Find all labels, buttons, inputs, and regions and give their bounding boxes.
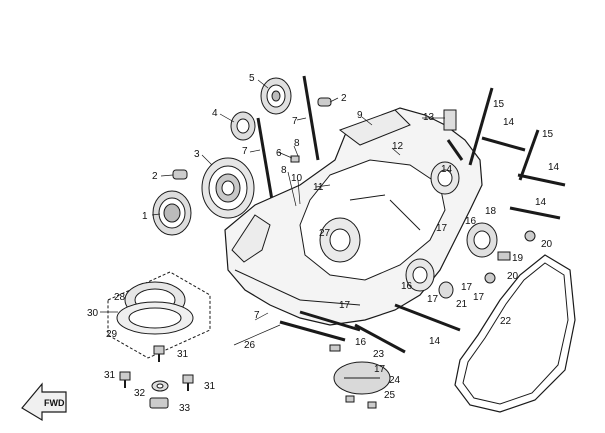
callout-14-b: 14	[441, 164, 453, 175]
bearing-4	[230, 111, 256, 141]
callout-20-b: 20	[507, 271, 519, 282]
callout-13: 13	[423, 112, 435, 123]
dowel-pin-2-left	[172, 169, 188, 180]
callout-17-f: 17	[374, 364, 386, 375]
washer-32	[151, 380, 169, 392]
callout-15-a: 15	[493, 99, 505, 110]
callout-10: 10	[291, 173, 303, 184]
crankcase-body	[224, 107, 483, 326]
leader-lines	[100, 79, 445, 346]
cover-plate-24	[333, 361, 391, 395]
bolt-26	[279, 310, 361, 342]
callout-17-d: 17	[473, 292, 485, 303]
plug-19	[497, 251, 511, 261]
callout-31-left: 31	[104, 370, 116, 381]
guide-15-b	[518, 129, 540, 181]
callout-7-lower: 7	[254, 310, 260, 321]
callout-21: 21	[456, 299, 468, 310]
callout-12: 12	[392, 141, 404, 152]
callout-17-e: 17	[339, 300, 351, 311]
callout-2-left: 2	[152, 171, 158, 182]
callout-16-a: 16	[465, 216, 477, 227]
callout-29: 29	[106, 329, 118, 340]
bearing-3	[201, 157, 255, 219]
callout-16-c: 16	[355, 337, 367, 348]
callout-17-b: 17	[427, 294, 439, 305]
stud-7-left	[256, 117, 274, 201]
callout-31-top: 31	[177, 349, 189, 360]
callout-1: 1	[142, 211, 148, 222]
callout-7-top: 7	[292, 116, 298, 127]
callout-26: 26	[244, 340, 256, 351]
bolt-25	[345, 395, 377, 409]
plug-20	[484, 230, 536, 284]
callout-22: 22	[500, 316, 512, 327]
callout-11: 11	[313, 182, 324, 193]
callout-14-a: 14	[503, 117, 515, 128]
callout-14-d: 14	[535, 197, 547, 208]
callout-23: 23	[373, 349, 385, 360]
stud-7-right	[302, 75, 320, 161]
bolt-14-c	[509, 206, 561, 220]
bolt-31-left	[119, 371, 131, 388]
callout-18: 18	[485, 206, 497, 217]
callout-32: 32	[134, 388, 146, 399]
callout-33: 33	[179, 403, 191, 414]
bolt-31-right	[182, 374, 194, 391]
callout-6: 6	[276, 148, 282, 159]
callout-17-a: 17	[436, 223, 448, 234]
callout-20-a: 20	[541, 239, 553, 250]
callout-31-right: 31	[204, 381, 216, 392]
pin-6	[290, 155, 300, 163]
callout-15-b: 15	[542, 129, 554, 140]
washer-21	[438, 281, 454, 299]
callout-19: 19	[512, 253, 524, 264]
callout-24: 24	[389, 375, 401, 386]
bolt-14-b	[517, 173, 566, 187]
drain-plug-33	[149, 397, 169, 409]
callout-9: 9	[357, 110, 363, 121]
callout-7-left: 7	[242, 146, 248, 157]
callout-28: 28	[114, 292, 126, 303]
callout-5: 5	[249, 73, 255, 84]
seal-18	[466, 222, 498, 258]
callout-8-top: 8	[294, 138, 300, 149]
bolt-16-lower	[354, 323, 406, 354]
dowel-pin-2-top	[317, 97, 332, 107]
fwd-label: FWD	[44, 398, 65, 408]
callout-labels: 1 2 2 3 4 5 6 7 7 7 8 8 9 10 11 12 13 14…	[87, 73, 560, 414]
bearing-1	[152, 190, 192, 236]
callout-14-e: 14	[429, 336, 441, 347]
callout-17-c: 17	[461, 282, 473, 293]
callout-27: 27	[319, 228, 331, 239]
bearing-5	[260, 77, 292, 115]
bolt-31-top	[153, 345, 165, 362]
bolt-14-d	[394, 303, 461, 332]
callout-14-c: 14	[548, 162, 560, 173]
callout-16-b: 16	[401, 281, 413, 292]
callout-8-lower: 8	[281, 165, 287, 176]
pin-23	[329, 344, 341, 352]
callout-25: 25	[384, 390, 396, 401]
strainer-cover-assembly	[107, 271, 211, 359]
callout-3: 3	[194, 149, 200, 160]
guide-15-a	[468, 87, 494, 166]
callout-4: 4	[212, 108, 218, 119]
gasket-22	[454, 254, 576, 413]
fwd-arrow-icon	[21, 382, 67, 422]
callout-30: 30	[87, 308, 99, 319]
bolt-14-e	[446, 139, 464, 161]
bolt-14-a	[481, 136, 526, 152]
breather-13	[443, 109, 457, 131]
callout-2-top: 2	[341, 93, 347, 104]
